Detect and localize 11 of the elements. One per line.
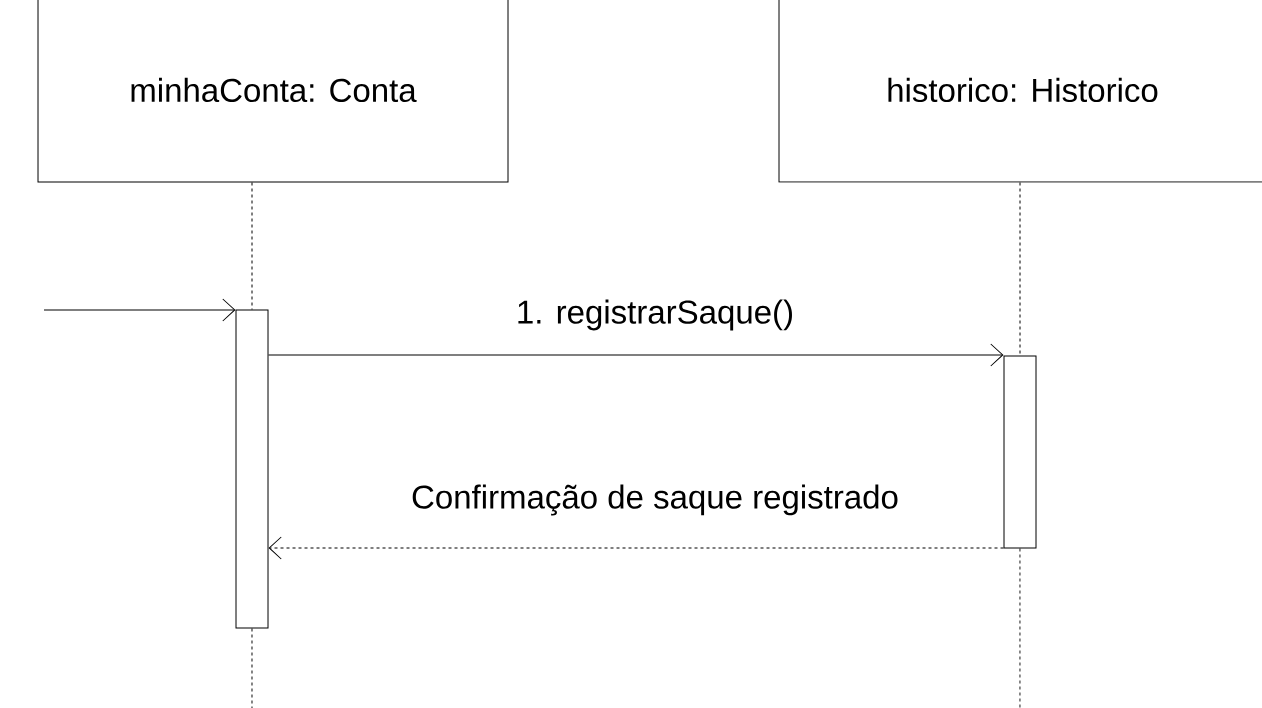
activation-bar — [235, 309, 269, 629]
lifeline — [251, 182, 253, 310]
return-arrow — [268, 536, 1004, 560]
lifeline — [1019, 182, 1021, 356]
object-box: minhaConta: Conta — [37, 0, 509, 183]
message-label: 1. registrarSaque() — [518, 299, 792, 331]
message-arrow — [268, 343, 1004, 367]
object-box: historico: Historico — [778, 0, 1262, 183]
message-label: Confirmação de saque registrado — [412, 484, 898, 516]
activation-bar — [1003, 355, 1037, 549]
arrow — [43, 298, 236, 322]
